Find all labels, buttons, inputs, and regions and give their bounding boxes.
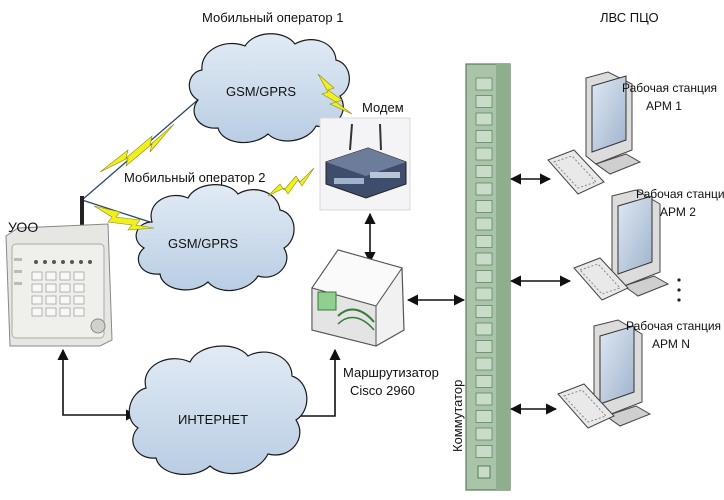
label-ws1-line1: Рабочая станция <box>622 81 717 95</box>
workstation-2 <box>573 189 670 301</box>
workstation-1 <box>547 71 642 195</box>
switch-port <box>475 445 493 458</box>
label-operator-2: Мобильный оператор 2 <box>124 170 265 185</box>
switch-port <box>475 130 493 143</box>
switch-port <box>475 427 493 441</box>
switch-port <box>475 392 493 406</box>
label-internet: ИНТЕРНЕТ <box>178 412 248 427</box>
cloud-internet <box>128 345 308 475</box>
label-router-line2: Cisco 2960 <box>350 383 415 398</box>
label-modem: Модем <box>362 100 404 115</box>
switch-port <box>475 200 493 213</box>
label-ws1-line2: АРМ 1 <box>646 99 682 113</box>
lightning-bolts <box>93 73 353 231</box>
switch-port <box>475 112 493 126</box>
switch-port <box>475 270 493 283</box>
switch-port <box>475 95 493 108</box>
modem-device <box>319 117 411 211</box>
label-gsm-2: GSM/GPRS <box>168 236 238 251</box>
uoo-device <box>5 196 113 347</box>
workstation-n <box>557 319 652 429</box>
label-wsn-line1: Рабочая станция <box>626 319 721 333</box>
switch-device <box>465 63 511 491</box>
switch-port <box>475 165 493 178</box>
label-wsn-line2: АРМ N <box>652 337 690 351</box>
switch-port <box>475 182 493 196</box>
label-operator-1: Мобильный оператор 1 <box>202 10 343 25</box>
cloud-gsm-2 <box>135 184 295 292</box>
switch-port <box>475 305 493 318</box>
switch-port <box>475 77 493 91</box>
switch-port <box>475 357 493 371</box>
label-router-line1: Маршрутизатор <box>343 365 439 380</box>
label-lan: ЛВС ПЦО <box>600 10 659 25</box>
router-device <box>311 249 405 347</box>
arrows <box>57 173 572 422</box>
switch-port <box>475 410 493 423</box>
cloud-gsm-1 <box>188 33 350 144</box>
label-switch: Коммутатор <box>450 380 465 452</box>
switch-port <box>475 147 493 161</box>
label-uoo: УОО <box>8 219 38 235</box>
switch-port <box>475 217 493 231</box>
ellipsis-dots <box>677 278 681 302</box>
switch-port <box>475 375 493 388</box>
switch-port <box>475 235 493 248</box>
switch-port <box>475 252 493 266</box>
switch-port <box>475 340 493 353</box>
label-ws2-line1: Рабочая станция <box>636 187 724 201</box>
switch-port <box>475 287 493 301</box>
label-ws2-line2: АРМ 2 <box>660 205 696 219</box>
label-gsm-1: GSM/GPRS <box>226 84 296 99</box>
switch-port <box>475 322 493 336</box>
